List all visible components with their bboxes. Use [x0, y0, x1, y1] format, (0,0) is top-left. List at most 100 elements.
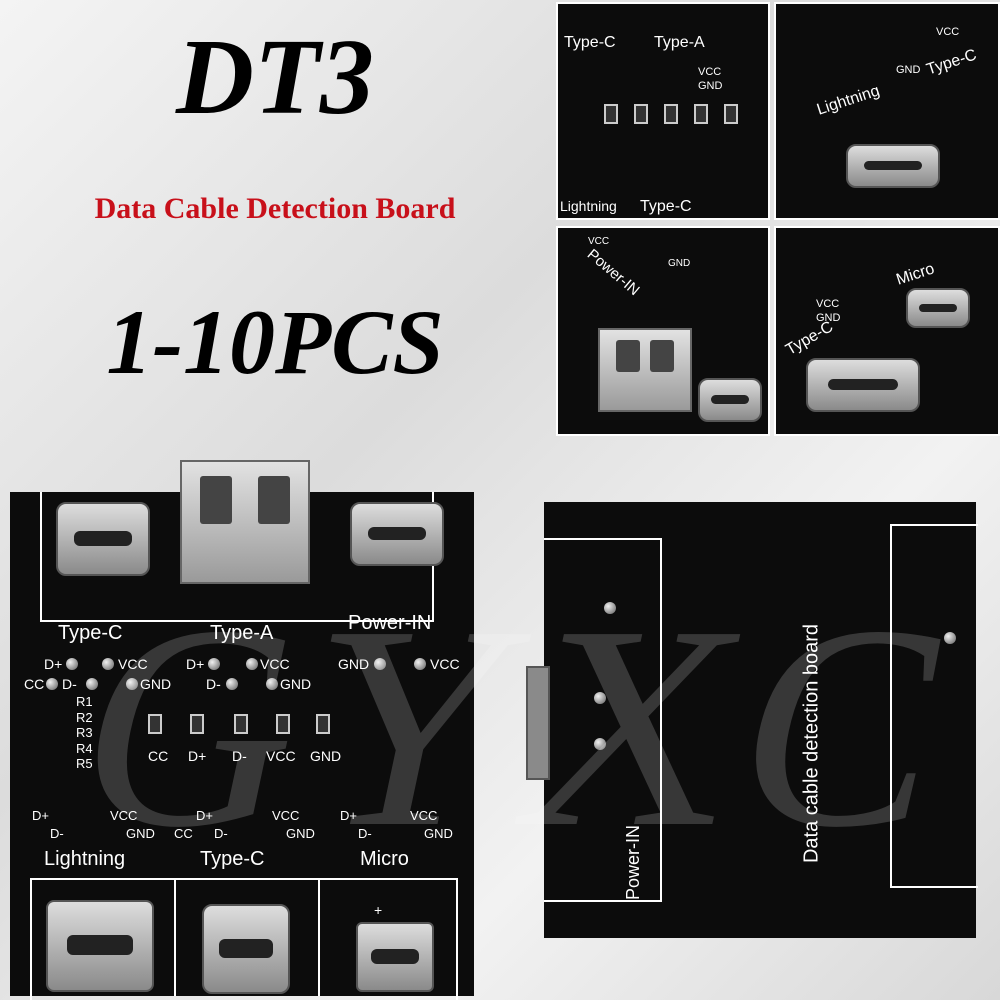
pin-label: GND: [140, 676, 172, 692]
thumb-label: GND: [816, 312, 841, 324]
test-pad: [46, 678, 58, 690]
thumb-label: Type-A: [654, 34, 705, 51]
back-left-frame: [544, 538, 662, 902]
resistor-label: R1: [76, 694, 93, 709]
led-vcc: [276, 714, 290, 734]
thumb-label: Lightning: [560, 198, 617, 214]
thumb-label: GND: [668, 258, 691, 269]
test-pad: [374, 658, 386, 670]
usb-c-port: [698, 378, 762, 422]
resistor-label: R4: [76, 740, 93, 756]
test-pad: [126, 678, 138, 690]
pin-label: D+: [340, 808, 357, 823]
pin-label: GND: [424, 826, 453, 841]
via: [944, 632, 956, 644]
divider: [318, 878, 320, 996]
label-power-in: Power-IN: [348, 612, 432, 634]
watermark: GYXC: [55, 566, 986, 887]
usb-c-port-bottom: [202, 904, 290, 994]
usb-a-slot: [257, 476, 291, 525]
resistor-label: R3: [76, 725, 93, 740]
thumb-label: Power-IN: [583, 245, 643, 300]
test-pad: [226, 678, 238, 690]
led: [724, 104, 738, 124]
resistor-label: R5: [76, 756, 93, 771]
pin-label: D-: [62, 676, 77, 692]
pin-label: VCC: [410, 808, 438, 823]
usb-c-port-top: [56, 502, 150, 576]
thumbnail-topleft: Type-C Type-A VCC GND Type-C Lightning: [556, 2, 770, 220]
test-pad: [102, 658, 114, 670]
thumbnail-topright: Lightning Type-C VCC GND: [774, 2, 1000, 220]
pin-label: D-: [206, 676, 221, 692]
label-micro: Micro: [360, 848, 409, 870]
via: [594, 738, 606, 750]
led-dplus: [190, 714, 204, 734]
divider: [174, 878, 176, 996]
back-right-frame: [890, 524, 978, 888]
pin-label: CC: [174, 826, 193, 841]
test-pad: [414, 658, 426, 670]
pin-label: VCC: [260, 656, 290, 672]
pin-label: GND: [286, 826, 315, 841]
label-type-a: Type-A: [210, 622, 274, 644]
label-type-c: Type-C: [58, 622, 123, 644]
test-pad: [66, 658, 78, 670]
lightning-port: [46, 900, 154, 992]
test-pad: [246, 658, 258, 670]
resistor-labels: R1 R2 R3 R4 R5: [76, 694, 93, 772]
led-label: D+: [188, 748, 207, 764]
usb-c-power-port: [350, 502, 444, 566]
thumb-label: VCC: [698, 66, 722, 78]
thumb-label: Type-C: [924, 46, 979, 79]
test-pad: [208, 658, 220, 670]
pin-label: D+: [32, 808, 49, 823]
led: [634, 104, 648, 124]
thumb-label: Micro: [894, 260, 937, 289]
led-cc: [148, 714, 162, 734]
pin-label: VCC: [272, 808, 300, 823]
led-label: VCC: [266, 748, 296, 764]
product-model: DT3: [176, 18, 374, 137]
label-type-c-bottom: Type-C: [200, 848, 265, 870]
led-label: CC: [148, 748, 169, 764]
test-pad: [266, 678, 278, 690]
test-pad: [86, 678, 98, 690]
pin-label: D+: [44, 656, 63, 672]
thumb-label: GND: [698, 80, 723, 92]
thumb-label: VCC: [936, 26, 960, 38]
usb-a-slot: [199, 476, 233, 525]
pin-label: D+: [186, 656, 205, 672]
usb-a-port: [598, 328, 692, 412]
product-quantity: 1-10PCS: [106, 291, 444, 393]
pin-label: VCC: [430, 656, 460, 672]
micro-plus-label: +: [374, 902, 383, 918]
usb-a-port: [180, 460, 310, 584]
thumb-label: Type-C: [564, 34, 616, 51]
pin-label: VCC: [110, 808, 138, 823]
usb-a-slot: [616, 339, 640, 372]
led: [694, 104, 708, 124]
pin-label: GND: [338, 656, 370, 672]
label-lightning: Lightning: [44, 848, 126, 870]
thumb-label: Type-C: [640, 198, 692, 215]
thumb-label: Type-C: [782, 318, 837, 359]
usb-c-port: [806, 358, 920, 412]
pin-label: CC: [24, 676, 45, 692]
resistor-label: R2: [76, 709, 93, 725]
via: [604, 602, 616, 614]
led-label: GND: [310, 748, 342, 764]
led-dminus: [234, 714, 248, 734]
pin-label: D-: [214, 826, 228, 841]
bottom-port-frame: [30, 878, 458, 1000]
pin-label: GND: [280, 676, 312, 692]
thumbnail-bottomright: Micro Type-C VCC GND: [774, 226, 1000, 436]
via: [594, 692, 606, 704]
side-connector: [526, 666, 550, 780]
board-back: Data cable detection board Power-IN: [544, 502, 978, 938]
usb-c-port: [846, 144, 940, 188]
led: [604, 104, 618, 124]
thumbnail-bottomleft: Power-IN GND VCC: [556, 226, 770, 436]
thumb-label: VCC: [588, 236, 610, 247]
micro-usb-port: [906, 288, 970, 328]
